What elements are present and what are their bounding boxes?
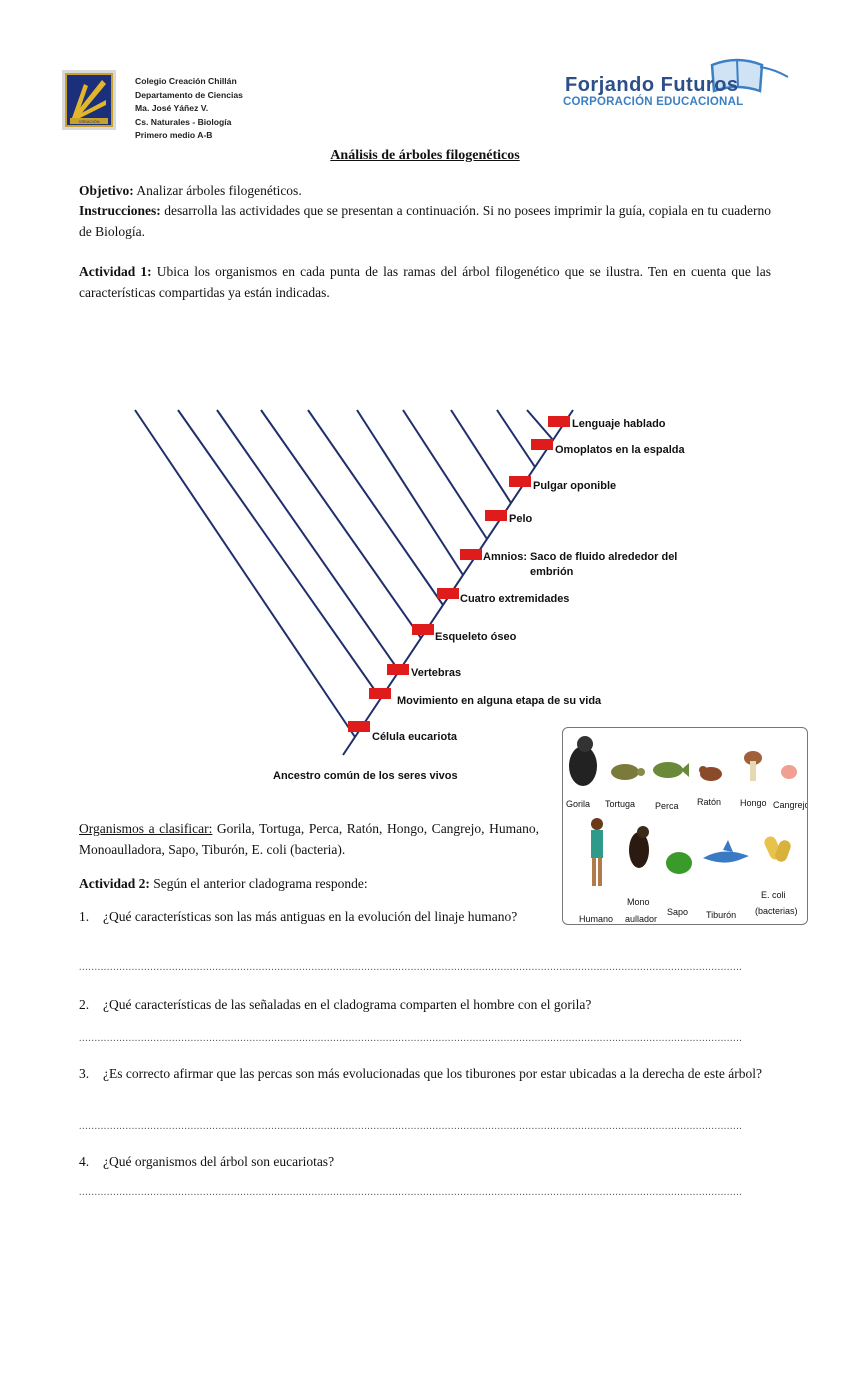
school-info: Colegio Creación Chillán Departamento de… xyxy=(135,75,243,143)
human-icon xyxy=(591,818,603,886)
trait-marker xyxy=(412,624,434,635)
organism-label: Perca xyxy=(655,801,679,811)
trait-marker xyxy=(548,416,570,427)
turtle-icon xyxy=(611,764,645,780)
answer-line[interactable]: ........................................… xyxy=(79,1033,743,1044)
organism-label: aullador xyxy=(625,914,657,924)
question-text: ¿Es correcto afirmar que las percas son … xyxy=(103,1066,762,1081)
organisms-to-classify: Organismos a clasificar: Gorila, Tortuga… xyxy=(79,819,539,860)
question: 4. ¿Qué organismos del árbol son eucario… xyxy=(79,1152,771,1174)
school-line: Cs. Naturales - Biología xyxy=(135,116,232,127)
activity-2-label: Actividad 2: xyxy=(79,876,150,891)
organisms-label: Organismos a clasificar: xyxy=(79,821,213,836)
page-title: Análisis de árboles filogenéticos xyxy=(330,148,520,163)
activity-2-text: Según el anterior cladograma responde: xyxy=(149,876,368,891)
organisms-image: Gorila Tortuga Perca Ratón Hongo Cangrej… xyxy=(562,727,810,925)
answer-line[interactable]: ........................................… xyxy=(79,1121,743,1132)
objective-label: Objetivo: xyxy=(79,183,134,198)
trait-label: Célula eucariota xyxy=(372,731,458,743)
logo-text: CREACIÓN xyxy=(78,119,99,124)
monkey-icon xyxy=(629,826,649,868)
organism-label: Cangrejo xyxy=(773,800,807,810)
fish-icon xyxy=(653,762,689,778)
question-number: 3. xyxy=(79,1066,90,1081)
answer-line[interactable]: ........................................… xyxy=(79,1187,743,1198)
root-label: Ancestro común de los seres vivos xyxy=(273,770,458,782)
trait-label: Pulgar oponible xyxy=(533,480,616,492)
organism-label: Sapo xyxy=(667,907,688,917)
trait-marker xyxy=(485,510,507,521)
trait-label: Amnios: Saco de fluido alrededor del xyxy=(483,551,677,563)
instructions-text: desarrolla las actividades que se presen… xyxy=(79,203,771,239)
organism-label: E. coli xyxy=(761,890,786,900)
trait-label: Pelo xyxy=(509,513,533,525)
trait-marker xyxy=(509,476,531,487)
question: 3. ¿Es correcto afirmar que las percas s… xyxy=(79,1064,771,1106)
trait-marker xyxy=(531,439,553,450)
organism-label: Gorila xyxy=(566,799,590,809)
activity-1-label: Actividad 1: xyxy=(79,264,152,279)
org-title: Forjando Futuros xyxy=(565,74,739,96)
question-text: ¿Qué características son las más antigua… xyxy=(103,909,518,924)
gorilla-icon xyxy=(569,736,597,786)
organism-label: Tiburón xyxy=(706,910,736,920)
answer-line[interactable]: ........................................… xyxy=(79,962,743,973)
trait-label: Movimiento en alguna etapa de su vida xyxy=(397,695,602,707)
organism-label: Ratón xyxy=(697,797,721,807)
bacteria-icon xyxy=(764,836,791,862)
question-text: ¿Qué características de las señaladas en… xyxy=(103,997,592,1012)
cladogram: Ancestro común de los seres vivos Célula… xyxy=(125,405,695,785)
school-line: Primero medio A-B xyxy=(135,130,213,140)
rat-icon xyxy=(699,766,722,781)
trait-marker xyxy=(437,588,459,599)
question: 1. ¿Qué características son las más anti… xyxy=(79,907,537,949)
instructions-label: Instrucciones: xyxy=(79,203,161,218)
question-text: ¿Qué organismos del árbol son eucariotas… xyxy=(103,1154,335,1169)
shark-icon xyxy=(703,840,749,863)
question: 2. ¿Qué características de las señaladas… xyxy=(79,995,771,1017)
trait-marker xyxy=(348,721,370,732)
question-number: 4. xyxy=(79,1154,90,1169)
school-line: Colegio Creación Chillán xyxy=(135,76,237,86)
mushroom-icon xyxy=(744,751,762,781)
frog-icon xyxy=(666,852,692,874)
organism-label: Mono xyxy=(627,897,650,907)
objective: Objetivo: Analizar árboles filogenéticos… xyxy=(79,181,771,202)
trait-marker xyxy=(369,688,391,699)
objective-text: Analizar árboles filogenéticos. xyxy=(133,183,302,198)
organism-label: (bacterias) xyxy=(755,906,798,916)
book-logo-icon xyxy=(562,55,792,115)
trait-label: Esqueleto óseo xyxy=(435,631,517,643)
organism-label: Humano xyxy=(579,914,613,924)
trait-label: embrión xyxy=(530,566,574,578)
trait-label: Omoplatos en la espalda xyxy=(555,444,685,456)
question-number: 2. xyxy=(79,997,90,1012)
activity-1-text: Ubica los organismos en cada punta de la… xyxy=(79,264,771,300)
trait-marker xyxy=(460,549,482,560)
trait-label: Lenguaje hablado xyxy=(572,418,666,430)
trait-marker xyxy=(387,664,409,675)
school-line: Ma. José Yáñez V. xyxy=(135,103,209,113)
organism-label: Hongo xyxy=(740,798,767,808)
trait-label: Cuatro extremidades xyxy=(460,593,569,605)
school-logo: CREACIÓN xyxy=(62,70,116,130)
organisms-text: Gorila, Tortuga, Perca, Ratón, Hongo, Ca… xyxy=(79,821,539,857)
activity-2: Actividad 2: Según el anterior cladogram… xyxy=(79,874,539,895)
activity-1: Actividad 1: Ubica los organismos en cad… xyxy=(79,262,771,303)
trait-label: Vertebras xyxy=(411,667,461,679)
org-subtitle: CORPORACIÓN EDUCACIONAL xyxy=(563,96,744,108)
trait-markers xyxy=(348,416,570,732)
question-number: 1. xyxy=(79,909,90,924)
school-line: Departamento de Ciencias xyxy=(135,89,243,100)
crab-icon xyxy=(781,765,797,779)
instructions: Instrucciones: desarrolla las actividade… xyxy=(79,201,771,242)
organism-label: Tortuga xyxy=(605,799,635,809)
